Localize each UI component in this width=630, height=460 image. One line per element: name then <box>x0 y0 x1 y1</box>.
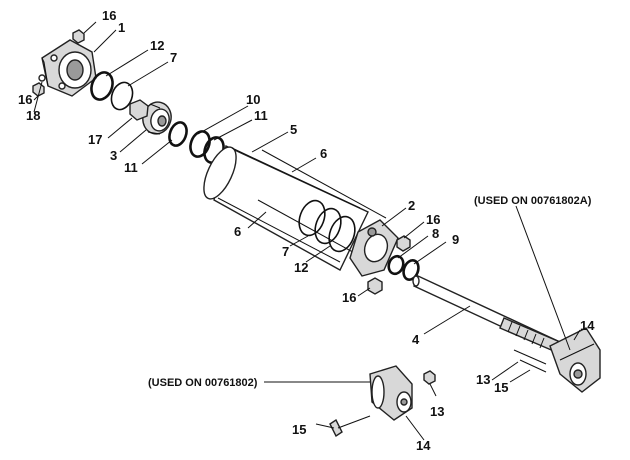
piston-nut <box>129 99 149 121</box>
rod-wiper-9 <box>402 259 420 281</box>
nut-13-lower <box>423 370 436 385</box>
o-ring-12-head <box>90 71 114 101</box>
leader-lines <box>33 21 581 441</box>
callout-5: 5 <box>290 122 297 137</box>
o-ring-12-rod-b <box>328 215 356 253</box>
callout-15: 15 <box>292 422 306 437</box>
callout-10: 10 <box>246 92 260 107</box>
bolt-15-lower <box>329 415 371 438</box>
callout-11: 11 <box>254 108 268 123</box>
tie-rod-nut-lower <box>367 277 383 295</box>
callout-7: 7 <box>282 244 289 259</box>
rod-end-cap <box>349 219 399 277</box>
callout-16: 16 <box>426 212 440 227</box>
tie-rod-nut-upper <box>396 235 411 252</box>
callout-13: 13 <box>430 404 444 419</box>
callout-4: 4 <box>412 332 420 347</box>
grease-fitting <box>72 29 85 44</box>
tie-rod-upper <box>261 149 387 219</box>
wear-ring-10 <box>189 130 211 158</box>
callout-16: 16 <box>342 290 356 305</box>
callout-14: 14 <box>416 438 431 453</box>
callout-11: 11 <box>124 160 138 175</box>
callout-6: 6 <box>234 224 241 239</box>
backup-ring-7-head <box>110 81 134 111</box>
cotter-pin-upper <box>519 359 547 373</box>
clevis-lower <box>369 365 413 421</box>
callout-13: 13 <box>476 372 490 387</box>
callout-18: 18 <box>26 108 40 123</box>
callout-3: 3 <box>110 148 117 163</box>
backup-ring-7-rod <box>298 199 326 237</box>
tie-rod-lower <box>257 199 361 257</box>
rod-seal-8 <box>387 254 405 276</box>
o-ring-11-piston <box>168 121 188 147</box>
callout-2: 2 <box>408 198 415 213</box>
callout-6: 6 <box>320 146 327 161</box>
callout-7: 7 <box>170 50 177 65</box>
callout-8: 8 <box>432 226 439 241</box>
callout-14: 14 <box>580 318 595 333</box>
callout-16: 16 <box>102 8 116 23</box>
clevis-upper <box>549 327 601 393</box>
o-ring-12-rod <box>314 207 342 245</box>
head-end-cap <box>41 39 97 97</box>
callout-15: 15 <box>494 380 508 395</box>
callout-12: 12 <box>294 260 308 275</box>
callout-16: 16 <box>18 92 32 107</box>
note-used-on-00761802a: (USED ON 00761802A) <box>474 195 592 207</box>
callout-17: 17 <box>88 132 102 147</box>
callout-1: 1 <box>118 20 125 35</box>
piston <box>142 101 172 135</box>
clevis-pin-upper <box>513 349 547 365</box>
callout-12: 12 <box>150 38 164 53</box>
piston-rod <box>412 275 561 353</box>
callout-9: 9 <box>452 232 459 247</box>
note-used-on-00761802: (USED ON 00761802) <box>148 377 258 389</box>
